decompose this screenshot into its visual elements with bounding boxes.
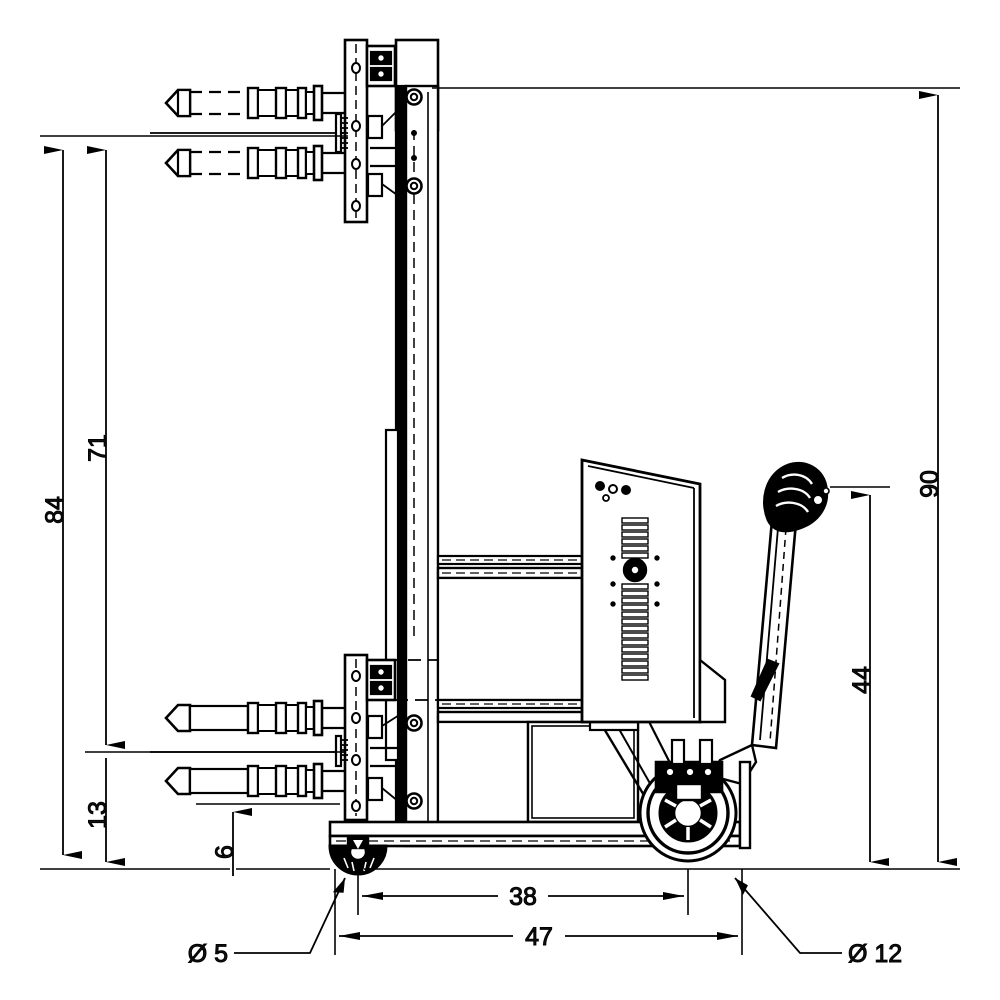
power-unit-housing: [580, 458, 727, 724]
dimension-13: 13: [84, 758, 125, 866]
upper-fork-pair: [150, 84, 348, 182]
dimension-71-label: 71: [84, 434, 112, 462]
dimension-6-label: 6: [211, 845, 239, 859]
fork-tine-upper-1: [164, 84, 348, 122]
fork-tine-upper-2: [164, 144, 348, 182]
dimension-44: 44: [830, 486, 890, 866]
leader-drivewheel-diameter: Ø 12: [734, 877, 903, 969]
dimension-47-label: 47: [525, 923, 553, 951]
machine-assembly: [150, 38, 830, 876]
dimension-6: 6: [211, 808, 252, 876]
fork-tine-lower-1: [164, 699, 348, 737]
dimension-84-label: 84: [41, 496, 69, 524]
dimension-47: 47: [334, 869, 743, 955]
drive-wheel: [638, 738, 738, 863]
front-caster: [328, 834, 388, 876]
upper-carriage: [334, 38, 436, 224]
leader-caster-diameter: Ø 5: [187, 877, 346, 969]
dimension-84: 84: [41, 146, 82, 859]
dimension-71: 71: [84, 146, 125, 749]
fork-tine-lower-2: [164, 762, 348, 800]
dimension-44-label: 44: [848, 666, 876, 694]
caster-diameter-label: Ø 5: [188, 940, 228, 968]
dimension-90-label: 90: [916, 470, 944, 498]
dimension-90: 90: [916, 91, 957, 866]
lower-fork-pair: [150, 699, 348, 800]
mast-column: [384, 38, 440, 848]
drivewheel-diameter-label: Ø 12: [848, 940, 902, 968]
dimension-38: 38: [357, 869, 689, 915]
dimension-38-label: 38: [509, 883, 537, 911]
dimension-13-label: 13: [84, 801, 112, 829]
vent-louvers: [621, 517, 649, 681]
dimension-layer: 84 71 13 6 90 44: [40, 87, 960, 969]
